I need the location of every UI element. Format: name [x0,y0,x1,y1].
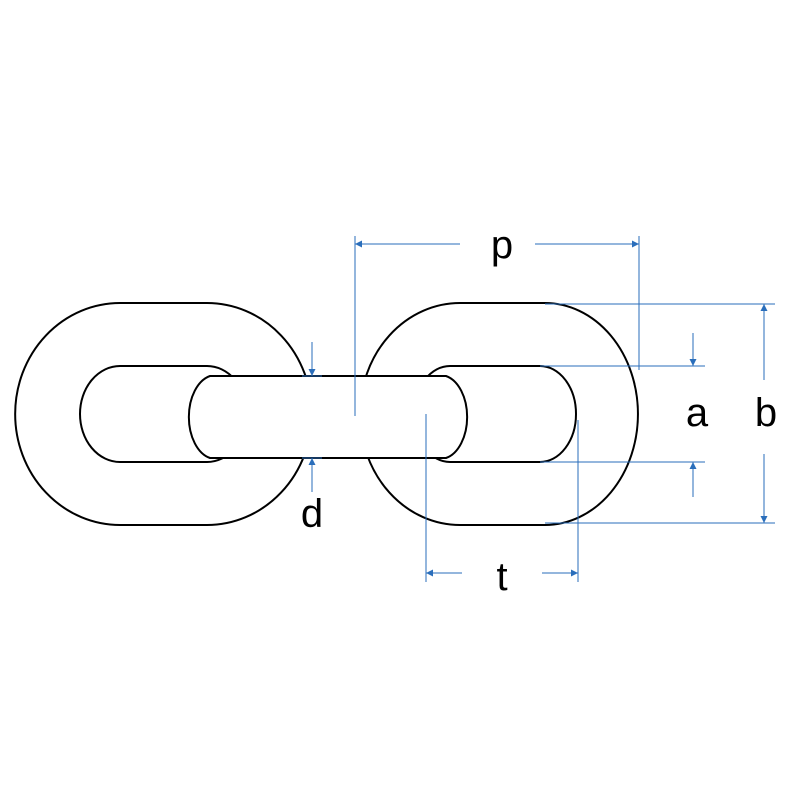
label-a: a [686,391,709,435]
middle-link-bar [187,375,469,459]
label-b: b [755,391,777,435]
dimension-lines [302,236,775,582]
label-d: d [301,492,323,536]
middle-chain-link [187,375,469,459]
label-t: t [496,555,507,599]
label-p: p [491,223,513,267]
